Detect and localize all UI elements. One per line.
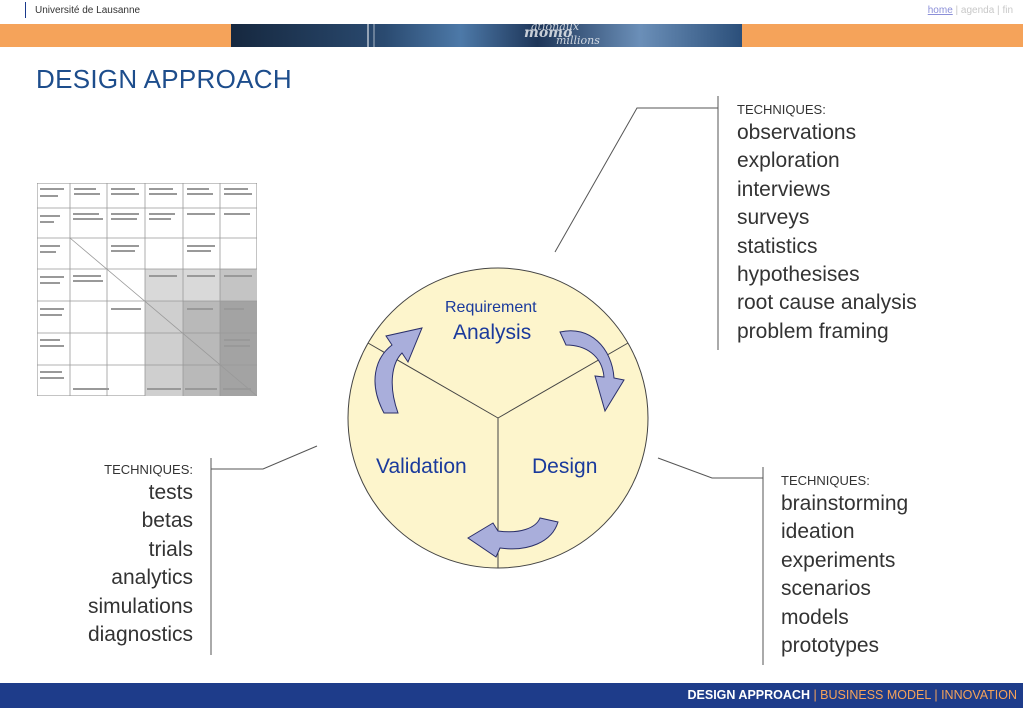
footer-bar: DESIGN APPROACH | BUSINESS MODEL | INNOV…: [0, 683, 1023, 708]
technique-item: trials: [148, 537, 193, 561]
banner-fragment: millions: [556, 34, 600, 47]
technique-item: root cause analysis: [737, 291, 917, 315]
technique-item: problem framing: [737, 319, 889, 343]
banner-fragment: ationaux: [531, 24, 580, 33]
technique-item: models: [781, 605, 849, 629]
footer-section-link[interactable]: BUSINESS MODEL: [820, 688, 931, 702]
techniques-label: TECHNIQUES:: [104, 462, 193, 477]
footer-current-section: DESIGN APPROACH: [687, 688, 810, 702]
arrow-analysis-to-design-icon: [559, 330, 625, 413]
technique-item: simulations: [87, 594, 193, 618]
technique-item: betas: [141, 509, 193, 533]
technique-item: tests: [148, 481, 193, 504]
technique-list: tests betas trials analytics simulations…: [88, 479, 193, 649]
nav-separator: |: [994, 5, 1003, 16]
nav-fin-link[interactable]: fin: [1002, 5, 1013, 16]
header-banner-image: momo ationaux millions: [231, 24, 742, 47]
design-matrix-thumbnail: [37, 183, 257, 396]
footer-breadcrumb: DESIGN APPROACH | BUSINESS MODEL | INNOV…: [687, 688, 1018, 702]
footer-section-link[interactable]: INNOVATION: [941, 688, 1017, 702]
technique-item: surveys: [737, 206, 810, 230]
arrow-design-to-validation-icon: [467, 517, 559, 558]
technique-item: scenarios: [781, 577, 871, 601]
technique-item: statistics: [737, 234, 818, 258]
university-name: Université de Lausanne: [35, 5, 141, 16]
technique-item: observations: [737, 121, 857, 144]
techniques-label: TECHNIQUES:: [737, 102, 826, 117]
cycle-arrows: [374, 327, 625, 558]
analysis-label: Analysis: [453, 321, 532, 344]
page-title: DESIGN APPROACH: [36, 64, 292, 94]
nav-separator: |: [952, 5, 961, 16]
technique-item: hypothesises: [737, 263, 860, 287]
banner-fragment: momo: [524, 25, 573, 41]
technique-list: observations exploration interviews surv…: [737, 119, 917, 346]
university-logo-mark: [25, 2, 26, 18]
analysis-techniques: TECHNIQUES: observations exploration int…: [737, 102, 917, 346]
requirement-label: Requirement: [445, 299, 537, 316]
technique-item: interviews: [737, 177, 831, 201]
technique-item: experiments: [781, 548, 896, 572]
technique-item: exploration: [737, 149, 840, 173]
top-bar: Université de Lausanne home | agenda | f…: [0, 0, 1023, 22]
technique-item: prototypes: [781, 634, 880, 658]
analysis-connector: [554, 107, 718, 253]
nav-home-link[interactable]: home: [927, 5, 953, 16]
technique-list: brainstorming ideation experiments scena…: [781, 490, 908, 660]
technique-item: brainstorming: [781, 492, 909, 515]
technique-item: analytics: [111, 566, 193, 590]
top-navigation: home | agenda | fin: [928, 5, 1013, 16]
connector-lines: [210, 96, 764, 665]
techniques-label: TECHNIQUES:: [781, 473, 870, 488]
technique-item: diagnostics: [87, 623, 193, 647]
design-techniques: TECHNIQUES: brainstorming ideation exper…: [781, 473, 908, 660]
validation-techniques: TECHNIQUES: tests betas trials analytics…: [88, 462, 193, 649]
nav-agenda-link[interactable]: agenda: [960, 5, 995, 16]
technique-item: ideation: [781, 520, 855, 544]
design-connector: [657, 457, 763, 479]
design-label: Design: [532, 455, 598, 478]
arrow-validation-to-analysis-icon: [374, 327, 423, 414]
validation-connector: [211, 445, 318, 470]
validation-label: Validation: [376, 455, 467, 478]
